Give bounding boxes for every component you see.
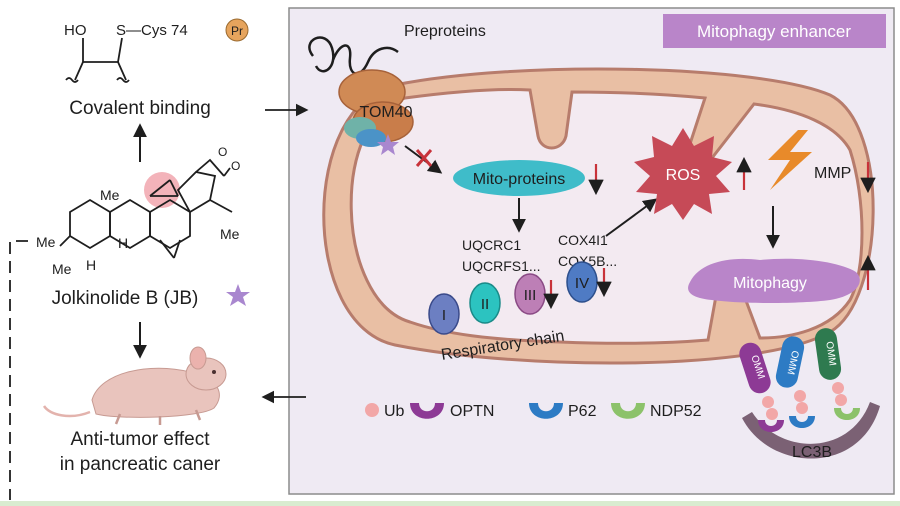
legend: Ub OPTN P62 NDP52 — [365, 403, 702, 420]
ros-label: ROS — [666, 167, 701, 184]
covalent-adduct-structure — [65, 37, 130, 83]
legend-ub-swatch — [365, 403, 379, 417]
mito-proteins-label: Mito-proteins — [473, 171, 565, 188]
complex-iii-label: III — [524, 287, 537, 304]
methyl-label-3: Me — [36, 234, 56, 250]
ub-bead — [835, 394, 847, 406]
arrow-to-ros — [605, 198, 658, 237]
mitophagy-label: Mitophagy — [733, 275, 807, 292]
ub-bead — [766, 408, 778, 420]
tom40-complex — [338, 69, 414, 147]
hydrogen-label-1: H — [118, 235, 128, 251]
mouse-illustration — [42, 346, 227, 425]
panel-title-badge — [663, 14, 886, 48]
legend-optn-swatch — [410, 403, 444, 419]
methyl-label-2: Me — [220, 226, 240, 242]
ub-bead — [832, 382, 844, 394]
mito-proteins-node — [453, 160, 585, 196]
hydroxyl-label: HO — [64, 22, 87, 39]
uqcrfs1-label: UQCRFS1... — [462, 258, 541, 274]
ub-bead — [794, 390, 806, 402]
legend-p62-label: P62 — [568, 403, 597, 420]
hydrogen-label-2: H — [86, 257, 96, 273]
dashed-bracket — [9, 240, 28, 500]
ub-bead — [796, 402, 808, 414]
tom40-label: TOM40 — [359, 104, 412, 121]
complex-i — [428, 293, 460, 335]
lc3b-arc — [742, 402, 880, 459]
lc3b-label: LC3B — [792, 444, 832, 461]
omm-receptor-1: OMM — [739, 342, 771, 394]
omm-receptor-2: OMM — [775, 336, 805, 388]
compound-name-label: Jolkinolide B (JB) — [52, 288, 199, 309]
complex-ii-label: II — [481, 296, 489, 313]
methyl-label-4: Me — [52, 261, 72, 277]
jb-star-icon — [377, 134, 399, 155]
effect-line-2: in pancreatic caner — [60, 454, 221, 475]
legend-ndp52-label: NDP52 — [650, 403, 702, 420]
legend-ndp52-swatch — [611, 403, 645, 419]
preproteins-label: Preproteins — [404, 23, 486, 40]
compound-star-icon — [226, 284, 250, 306]
omm-label-2: OMM — [785, 349, 801, 375]
legend-optn-label: OPTN — [450, 403, 494, 420]
cox5b-label: COX5B... — [558, 253, 617, 269]
covalent-binding-label: Covalent binding — [69, 98, 211, 119]
panel-title: Mitophagy enhancer — [697, 22, 851, 41]
methyl-label-1: Me — [100, 187, 120, 203]
omm-receptor-3: OMM — [814, 328, 842, 380]
protein-badge-label: Pr — [231, 24, 243, 38]
legend-p62-swatch — [529, 403, 563, 419]
mmp-label: MMP — [814, 165, 851, 182]
lactone-oxygen-label: O — [218, 145, 227, 159]
p62-adaptor-icon — [789, 416, 815, 428]
legend-ub-label: Ub — [384, 403, 405, 420]
lightning-bolt-icon — [768, 130, 812, 190]
jolkinolide-b-structure — [59, 158, 233, 259]
carbonyl-oxygen-label: O — [231, 159, 240, 173]
mitochondrion-matrix — [349, 87, 864, 345]
ros-burst — [634, 128, 732, 220]
ub-bead — [762, 396, 774, 408]
complex-iv-label: IV — [575, 275, 589, 292]
uqcrc1-label: UQCRC1 — [462, 237, 521, 253]
bottom-accent-bar — [0, 501, 900, 506]
protein-badge — [225, 18, 249, 42]
cox4i1-label: COX4I1 — [558, 232, 608, 248]
effect-line-1: Anti-tumor effect — [70, 429, 210, 450]
complex-i-label: I — [442, 307, 446, 324]
mitophagy-blob — [688, 258, 860, 303]
ndp52-adaptor-icon — [834, 408, 860, 420]
complex-ii — [469, 282, 501, 324]
block-cross-icon — [415, 149, 433, 167]
omm-label-3: OMM — [823, 341, 837, 367]
optn-adaptor-icon — [758, 420, 784, 432]
cysteine-label: S—Cys 74 — [116, 22, 188, 39]
